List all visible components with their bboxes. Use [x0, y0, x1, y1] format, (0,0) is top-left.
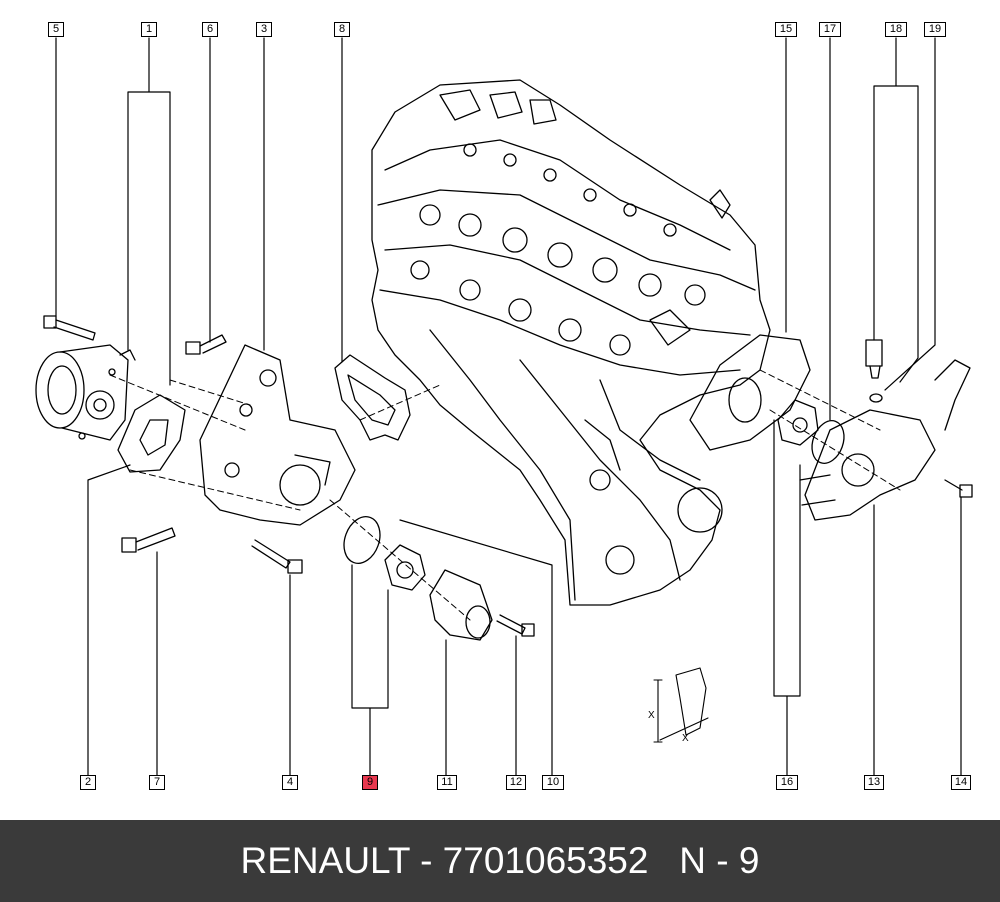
- callout-16[interactable]: 16: [776, 775, 798, 790]
- callout-leaders: [55, 37, 962, 776]
- pump-gasket-illustration: [117, 394, 186, 473]
- engine-block-illustration: [371, 79, 771, 606]
- callout-1[interactable]: 1: [141, 22, 157, 37]
- coolant-outlet-illustration: [429, 569, 493, 641]
- callout-17[interactable]: 17: [819, 22, 841, 37]
- assembly-lines: [109, 369, 901, 621]
- callout-15[interactable]: 15: [775, 22, 797, 37]
- bolt-illustration-14: [944, 479, 973, 498]
- housing-gasket-illustration: [334, 354, 411, 441]
- thermostat-illustration: [384, 544, 426, 591]
- thermostat-housing-illustration: [799, 359, 971, 521]
- bolt-illustration-7: [121, 527, 176, 553]
- callout-18[interactable]: 18: [885, 22, 907, 37]
- measurement-label-horizontal: X: [682, 733, 689, 744]
- measurement-label-vertical: X: [648, 710, 655, 721]
- water-pump-illustration: [35, 344, 136, 441]
- part-number-text: RENAULT - 7701065352 N - 9: [240, 840, 760, 881]
- callout-14[interactable]: 14: [951, 775, 971, 790]
- part-number-banner: RENAULT - 7701065352 N - 9: [0, 820, 1000, 902]
- callout-4[interactable]: 4: [282, 775, 298, 790]
- thermostat-right-illustration: [777, 399, 819, 446]
- bolt-illustration-6: [185, 334, 227, 355]
- callout-5[interactable]: 5: [48, 22, 64, 37]
- housing-gasket-right-illustration: [689, 334, 811, 451]
- bolt-illustration-4: [251, 539, 303, 574]
- bolt-measurement-detail: [653, 667, 709, 743]
- callout-2[interactable]: 2: [80, 775, 96, 790]
- bolt-illustration-12: [496, 614, 535, 637]
- callout-7[interactable]: 7: [149, 775, 165, 790]
- exploded-view-drawing: X X: [35, 37, 973, 776]
- callout-6[interactable]: 6: [202, 22, 218, 37]
- callout-10[interactable]: 10: [542, 775, 564, 790]
- bolt-illustration-5: [43, 315, 96, 341]
- callout-12[interactable]: 12: [506, 775, 526, 790]
- pump-housing-illustration: [199, 344, 356, 526]
- temperature-sensor-illustration: [865, 339, 883, 379]
- sensor-seal-illustration: [869, 393, 883, 403]
- thermostat-seal-illustration: [343, 516, 381, 564]
- callout-11[interactable]: 11: [437, 775, 457, 790]
- callout-8[interactable]: 8: [334, 22, 350, 37]
- callout-9-highlighted[interactable]: 9: [362, 775, 378, 790]
- callout-19[interactable]: 19: [924, 22, 946, 37]
- callout-13[interactable]: 13: [864, 775, 884, 790]
- callout-3[interactable]: 3: [256, 22, 272, 37]
